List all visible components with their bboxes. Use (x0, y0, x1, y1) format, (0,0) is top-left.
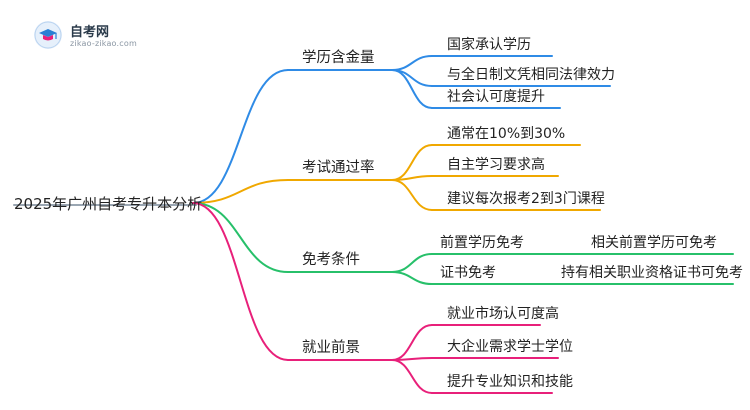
branch-1-leaf-3-connector (391, 69, 433, 109)
logo-title: 自考网 (70, 25, 110, 40)
branch-4-leaf-1-node[interactable]: 就业市场认可度高 (447, 306, 559, 322)
branch-2-connector (192, 179, 289, 204)
branch-4-leaf-3-node[interactable]: 提升专业知识和技能 (447, 374, 573, 390)
branch-3-leaf-1-detail-node[interactable]: 相关前置学历可免考 (591, 235, 717, 251)
branch-2-leaf-1-connector (391, 144, 433, 181)
root-node[interactable]: 2025年广州自考专升本分析 (14, 195, 203, 213)
branch-1-leaf-1-node[interactable]: 国家承认学历 (447, 37, 531, 53)
branch-1-connector (192, 69, 289, 204)
branch-4-leaf-3-connector (391, 359, 433, 394)
branch-2-node[interactable]: 考试通过率 (302, 160, 375, 176)
branch-3-leaf-1-connector (391, 253, 433, 273)
branch-4-leaf-2-node[interactable]: 大企业需求学士学位 (447, 339, 573, 355)
branch-3-leaf-2-detail-node[interactable]: 持有相关职业资格证书可免考 (561, 265, 743, 281)
branch-1-leaf-2-node[interactable]: 与全日制文凭相同法律效力 (447, 67, 615, 83)
branch-3-leaf-2-node[interactable]: 证书免考 (440, 265, 496, 281)
branch-2-leaf-3-connector (391, 179, 433, 211)
branch-4-connector (192, 202, 289, 361)
branch-1-node[interactable]: 学历含金量 (302, 50, 375, 66)
branch-1-leaf-3-node[interactable]: 社会认可度提升 (447, 89, 545, 105)
branch-4-leaf-1-connector (391, 324, 433, 361)
graduation-cap-icon (34, 21, 62, 49)
branch-1-leaf-1-connector (391, 55, 433, 71)
branch-3-connector (192, 202, 289, 273)
branch-2-leaf-1-node[interactable]: 通常在10%到30% (447, 126, 566, 142)
branch-2-leaf-2-node[interactable]: 自主学习要求高 (447, 157, 545, 173)
branch-4-node[interactable]: 就业前景 (302, 340, 360, 356)
branch-3-leaf-1-node[interactable]: 前置学历免考 (440, 235, 524, 251)
branch-3-node[interactable]: 免考条件 (302, 252, 360, 268)
branch-2-leaf-3-node[interactable]: 建议每次报考2到3门课程 (447, 191, 605, 207)
site-logo[interactable]: 自考网 zikao-zikao.com (34, 18, 154, 52)
logo-url: zikao-zikao.com (70, 39, 137, 48)
branch-3-leaf-2-connector (391, 271, 433, 285)
